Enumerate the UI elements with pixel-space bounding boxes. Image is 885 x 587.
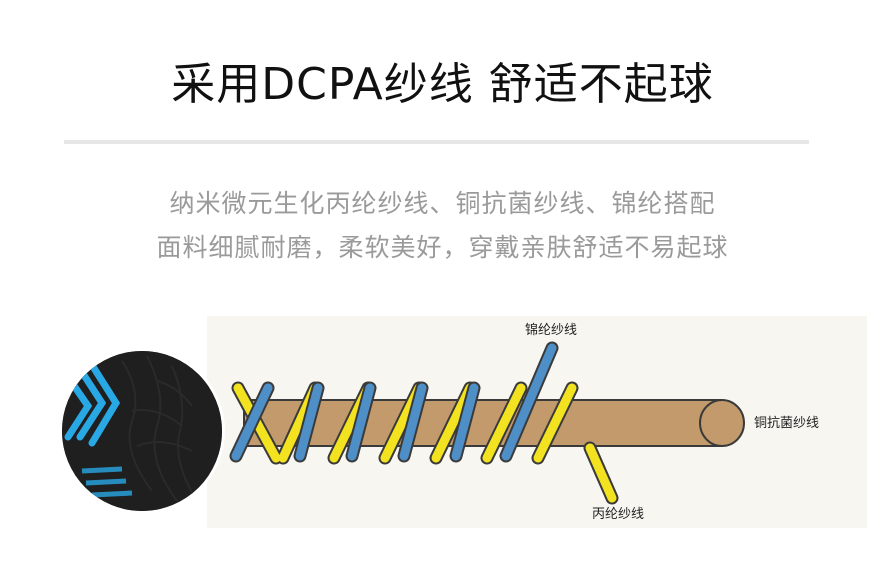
- copper-yarn-end-cap: [699, 399, 745, 447]
- fabric-texture: [62, 351, 222, 511]
- polypropylene-yarn-label: 丙纶纱线: [592, 507, 644, 522]
- copper-yarn-core: [243, 399, 723, 447]
- nylon-strands: [231, 343, 557, 461]
- subtitle-line-2: 面料细腻耐磨，柔软美好，穿戴亲肤舒适不易起球: [156, 233, 729, 262]
- subtitle-line-1: 纳米微元生化丙纶纱线、铜抗菌纱线、锦纶搭配: [169, 189, 716, 218]
- title-divider: [64, 140, 809, 144]
- nylon-yarn-label: 锦纶纱线: [525, 323, 577, 338]
- copper-yarn-label: 铜抗菌纱线: [754, 416, 819, 431]
- fabric-closeup-image: [62, 351, 222, 511]
- page-title: 采用DCPA纱线 舒适不起球: [171, 59, 714, 110]
